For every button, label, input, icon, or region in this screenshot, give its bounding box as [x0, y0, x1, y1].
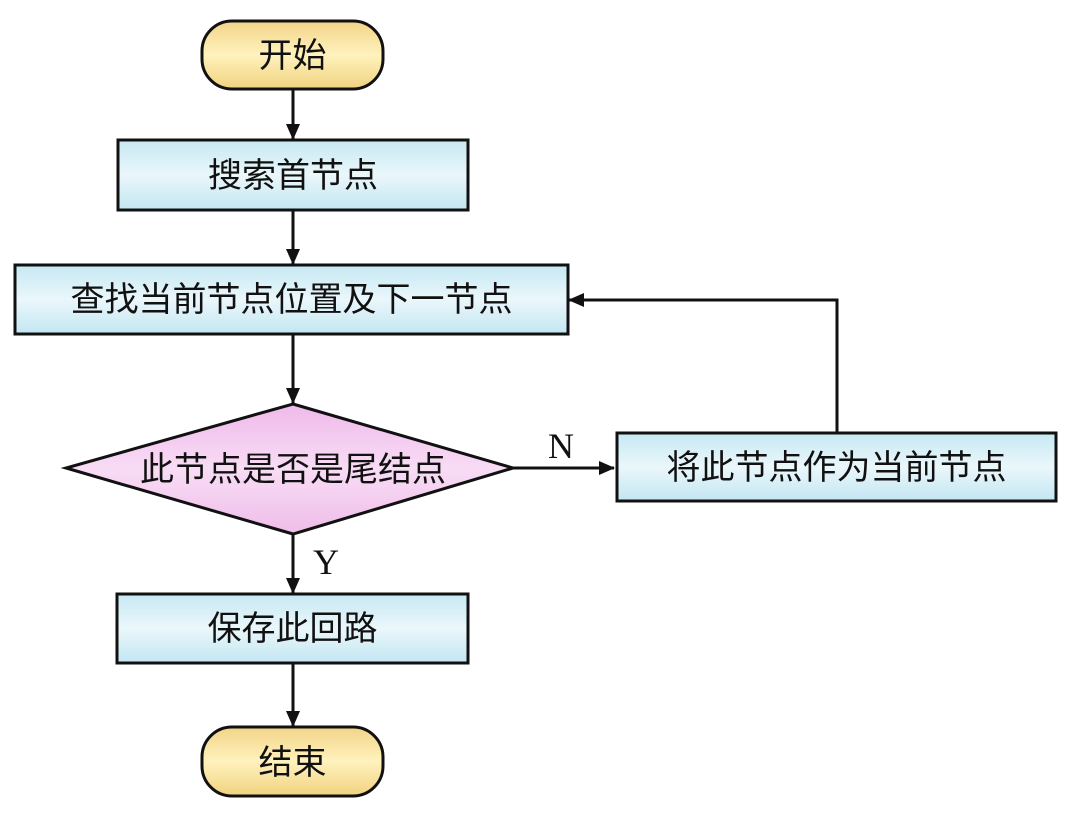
node-search-head-label: 搜索首节点: [208, 156, 378, 196]
node-start-label: 开始: [259, 36, 327, 76]
node-start: 开始: [200, 19, 385, 91]
terminal-shape: [200, 725, 385, 798]
node-is-tail-label: 此节点是否是尾结点: [140, 450, 446, 490]
node-end: 结束: [200, 725, 385, 798]
terminal-shape: [200, 19, 385, 91]
node-end-label: 结束: [259, 743, 327, 783]
node-save-loop-label: 保存此回路: [208, 609, 378, 649]
node-is-tail: 此节点是否是尾结点: [60, 402, 519, 536]
node-save-loop: 保存此回路: [115, 592, 470, 665]
node-set-current: 将此节点作为当前节点: [615, 431, 1058, 503]
decision-shape: [60, 402, 519, 536]
process-shape: [116, 138, 470, 212]
process-shape: [615, 431, 1058, 503]
process-shape: [115, 592, 470, 665]
node-set-current-label: 将此节点作为当前节点: [667, 448, 1007, 488]
node-search-head: 搜索首节点: [116, 138, 470, 212]
edge-label-no: N: [548, 426, 574, 466]
edge-label-yes: Y: [313, 542, 339, 582]
edges: [286, 89, 839, 727]
edge-set-current-loop-back: [568, 293, 839, 433]
node-find-next-label: 查找当前节点位置及下一节点: [71, 280, 513, 320]
node-find-next: 查找当前节点位置及下一节点: [13, 263, 570, 336]
process-shape: [13, 263, 570, 336]
